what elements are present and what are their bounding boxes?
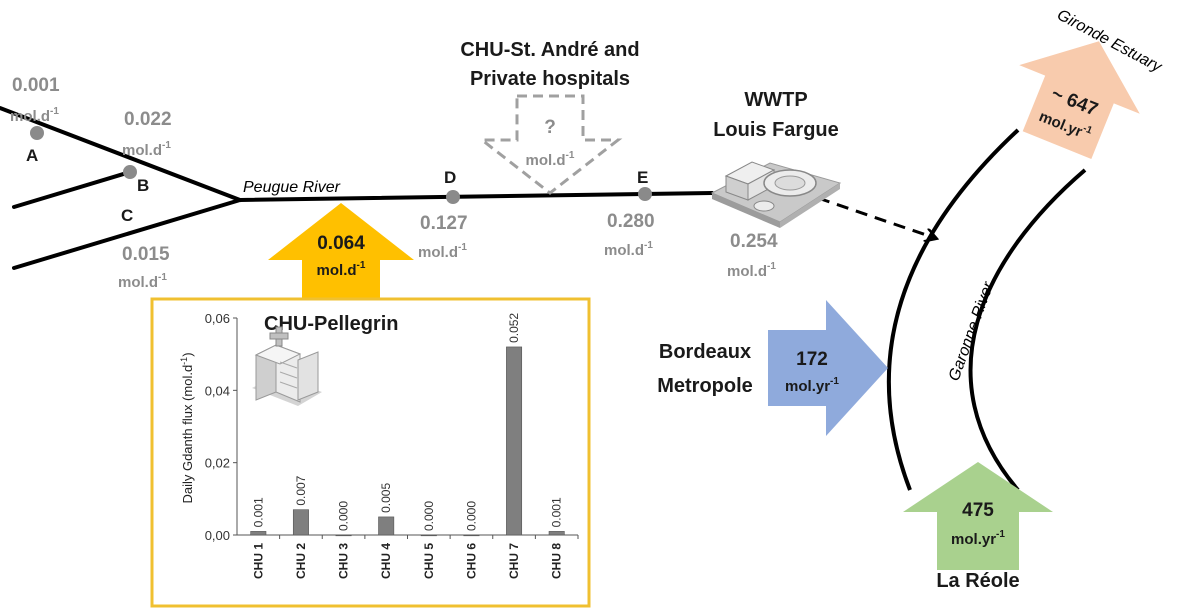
bordeaux-arrow-unit: mol.yr-1: [785, 376, 839, 395]
wwtp-flux-value: 0.254: [730, 231, 778, 252]
chart-category-label: CHU 6: [464, 543, 478, 579]
bordeaux-metropole: Bordeaux Metropole 172 mol.yr-1: [657, 300, 888, 436]
node-b-flux: 0.022 mol.d-1: [122, 109, 172, 159]
chu-st-andre-title-line2: Private hospitals: [470, 68, 630, 90]
node-d-unit: mol.d-1: [418, 242, 467, 261]
chart-y-tick-label: 0,00: [205, 528, 230, 543]
pellegrin-arrow-unit: mol.d-1: [317, 260, 366, 279]
node-e-unit: mol.d-1: [604, 240, 653, 259]
chart-bar: [378, 516, 395, 536]
chart-category-label: CHU 3: [337, 543, 351, 579]
peugue-river-label: Peugue River: [243, 179, 341, 196]
hospital-building-icon: [252, 326, 322, 406]
node-e-letter: E: [637, 168, 648, 187]
chu-st-andre: CHU-St. André and Private hospitals ? mo…: [460, 39, 640, 195]
wwtp-title-line2: Louis Fargue: [713, 119, 839, 141]
chart-bar: [420, 534, 437, 537]
wwtp-flux-unit: mol.d-1: [727, 261, 776, 280]
chart-y-tick-label: 0,04: [205, 383, 230, 398]
chart-data-label: 0.005: [379, 483, 393, 513]
la-reole-arrow-unit: mol.yr-1: [951, 529, 1005, 548]
peugue-river-network: [0, 106, 935, 270]
chart-category-label: CHU 1: [251, 543, 265, 579]
bordeaux-arrow-shape: [768, 300, 888, 436]
chart-bar: [463, 534, 480, 537]
garonne-left-bank: [886, 128, 1020, 491]
chart-data-label: 0.001: [550, 497, 564, 527]
wwtp-outflow-arrow: [817, 196, 935, 238]
inset-frame: [150, 297, 591, 608]
chart-category-label: CHU 5: [422, 543, 436, 579]
chart-y-tick-label: 0,06: [205, 311, 230, 326]
node-a-flux: 0.001 mol.d-1: [10, 75, 60, 125]
node-d-dot: [446, 190, 460, 204]
st-andre-dashed-arrow: [477, 94, 623, 195]
pellegrin-arrow-shape: [268, 203, 414, 300]
garonne-river: Garonne River: [886, 128, 1087, 492]
chart-data-label: 0.052: [507, 313, 521, 343]
gironde-estuary: ~ 647 mol.yr-1 Gironde Estuary: [1019, 7, 1165, 159]
node-d-value: 0.127: [420, 213, 468, 234]
node-d-letter: D: [444, 168, 456, 187]
chart-bar: [335, 534, 352, 537]
node-a-dot: [30, 126, 44, 140]
node-b-letter: B: [137, 176, 149, 195]
node-b-dot: [123, 165, 137, 179]
node-c-letter: C: [121, 206, 133, 225]
chart-bar: [292, 509, 309, 536]
node-e-dot: [638, 187, 652, 201]
chu-pellegrin-inset: CHU-Pellegrin Daily Gdanth flux (mol.d-1…: [150, 297, 591, 608]
node-a-letter: A: [26, 146, 38, 165]
pellegrin-flux-arrow: 0.064 mol.d-1: [268, 203, 414, 300]
chart-bar: [548, 531, 565, 536]
chart-y-axis-label: Daily Gdanth flux (mol.d-1): [179, 352, 195, 503]
chart-bar: [506, 346, 523, 536]
inset-title: CHU-Pellegrin: [264, 313, 398, 335]
node-b-unit: mol.d-1: [122, 140, 171, 159]
bordeaux-label-line1: Bordeaux: [659, 341, 751, 363]
wwtp-title-line1: WWTP: [744, 89, 807, 111]
node-c-unit: mol.d-1: [118, 272, 167, 291]
node-e-flux: 0.280 mol.d-1: [604, 211, 655, 259]
node-d-flux: 0.127 mol.d-1: [418, 213, 468, 261]
pellegrin-bar-chart: Daily Gdanth flux (mol.d-1) 0,00 0,02 0,04…: [179, 311, 579, 579]
node-c-flux: 0.015 mol.d-1: [118, 244, 170, 291]
wwtp-plant-icon: [710, 161, 842, 228]
chart-data-label: 0.007: [294, 475, 308, 505]
chart-category-label: CHU 8: [550, 543, 564, 579]
st-andre-arrow-unit: mol.d-1: [526, 150, 575, 169]
bordeaux-arrow-value: 172: [796, 349, 828, 370]
la-reole-arrow-shape: [903, 462, 1053, 570]
la-reole-arrow-value: 475: [962, 500, 994, 521]
la-reole-label: La Réole: [936, 570, 1019, 592]
wwtp-louis-fargue: WWTP Louis Fargue 0.254 mol.d-1: [710, 89, 842, 280]
chart-data-label: 0.000: [422, 501, 436, 531]
chart-category-label: CHU 7: [507, 543, 521, 579]
tributary-middle: [12, 170, 132, 209]
peugue-main-channel: [238, 191, 714, 202]
chu-st-andre-title-line1: CHU-St. André and: [460, 39, 639, 61]
chart-category-label: CHU 4: [379, 543, 393, 579]
chart-data-label: 0.000: [464, 501, 478, 531]
node-e-value: 0.280: [607, 211, 655, 232]
bordeaux-label-line2: Metropole: [657, 375, 753, 397]
chart-data-label: 0.000: [337, 501, 351, 531]
pellegrin-arrow-value: 0.064: [317, 233, 365, 254]
node-a-unit: mol.d-1: [10, 106, 59, 125]
st-andre-arrow-value: ?: [544, 117, 556, 138]
chart-bar: [250, 531, 267, 536]
chart-category-label: CHU 2: [294, 543, 308, 579]
tributary-upper: [0, 106, 242, 202]
gironde-arrow-shape: [1019, 41, 1140, 159]
node-c-value: 0.015: [122, 244, 170, 265]
garonne-right-bank: [968, 168, 1087, 492]
chart-y-tick-label: 0,02: [205, 456, 230, 471]
chart-data-label: 0.001: [251, 497, 265, 527]
la-reole: 475 mol.yr-1 La Réole: [903, 462, 1053, 592]
node-a-value: 0.001: [12, 75, 60, 96]
node-b-value: 0.022: [124, 109, 172, 130]
tributary-lower: [12, 198, 242, 270]
